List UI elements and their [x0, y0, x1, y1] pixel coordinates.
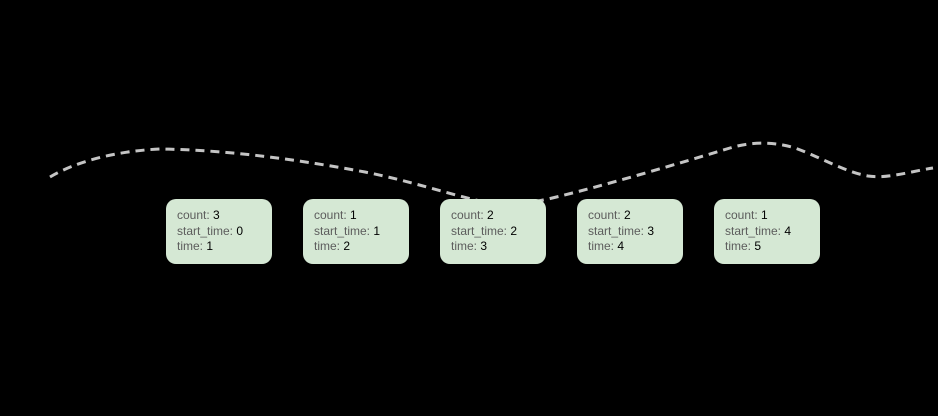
field-label: count: [725, 208, 758, 223]
field-value: 1 [350, 208, 357, 223]
node-line: count: 2 [451, 208, 542, 224]
node-line: time: 2 [314, 239, 405, 255]
window-node-5: count: 1 start_time: 4 time: 5 [714, 199, 820, 264]
field-label: time: [725, 239, 752, 254]
field-value: 2 [624, 208, 631, 223]
window-node-2: count: 1 start_time: 1 time: 2 [303, 199, 409, 264]
node-line: start_time: 2 [451, 224, 542, 240]
field-label: start_time: [451, 223, 508, 238]
node-line: time: 4 [588, 239, 679, 255]
field-label: start_time: [588, 223, 645, 238]
field-label: start_time: [314, 223, 371, 238]
field-value: 2 [343, 239, 351, 254]
field-label: start_time: [177, 223, 234, 238]
field-value: 3 [647, 223, 655, 238]
field-value: 2 [510, 223, 518, 238]
field-value: 1 [206, 239, 214, 254]
node-line: time: 5 [725, 239, 816, 255]
node-line: time: 3 [451, 239, 542, 255]
node-line: count: 1 [725, 208, 816, 224]
field-label: time: [588, 239, 615, 254]
field-value: 1 [373, 223, 381, 238]
node-line: start_time: 3 [588, 224, 679, 240]
field-value: 3 [213, 208, 220, 223]
node-line: count: 1 [314, 208, 405, 224]
field-value: 3 [480, 239, 488, 254]
node-line: time: 1 [177, 239, 268, 255]
field-value: 0 [236, 223, 244, 238]
window-node-3: count: 2 start_time: 2 time: 3 [440, 199, 546, 264]
node-line: count: 3 [177, 208, 268, 224]
field-label: start_time: [725, 223, 782, 238]
node-line: start_time: 1 [314, 224, 405, 240]
field-value: 5 [754, 239, 762, 254]
field-value: 1 [761, 208, 768, 223]
window-node-4: count: 2 start_time: 3 time: 4 [577, 199, 683, 264]
field-value: 2 [487, 208, 494, 223]
field-label: count: [314, 208, 347, 223]
field-label: count: [451, 208, 484, 223]
node-line: start_time: 0 [177, 224, 268, 240]
field-label: time: [314, 239, 341, 254]
field-label: time: [451, 239, 478, 254]
field-value: 4 [784, 223, 792, 238]
node-line: count: 2 [588, 208, 679, 224]
node-line: start_time: 4 [725, 224, 816, 240]
field-label: time: [177, 239, 204, 254]
field-value: 4 [617, 239, 625, 254]
window-node-1: count: 3 start_time: 0 time: 1 [166, 199, 272, 264]
field-label: count: [177, 208, 210, 223]
field-label: count: [588, 208, 621, 223]
dashed-rate-curve [49, 141, 934, 206]
